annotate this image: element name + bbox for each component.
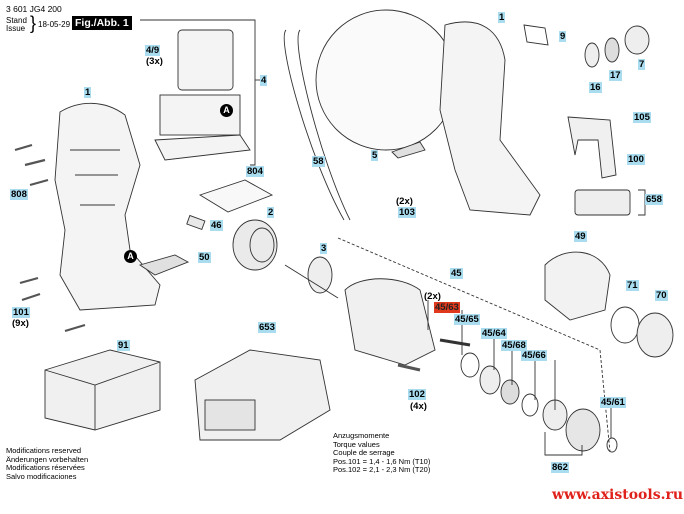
modifications-note: Modifications reserved Änderungen vorbeh… <box>6 446 89 481</box>
part-label-808[interactable]: 808 <box>10 189 28 200</box>
part-label-17[interactable]: 17 <box>609 70 622 81</box>
part-label-45-68[interactable]: 45/68 <box>501 340 527 351</box>
part-label-50[interactable]: 50 <box>198 252 211 263</box>
part-label-45-65[interactable]: 45/65 <box>454 314 480 325</box>
part-label-4-9[interactable]: 4/9 <box>145 45 161 56</box>
part-label-5[interactable]: 5 <box>371 150 379 161</box>
issue-label: Issue <box>6 24 26 33</box>
part-label-16[interactable]: 16 <box>589 82 602 93</box>
part-label-102[interactable]: 102 <box>408 389 426 400</box>
doc-number: 3 601 JG4 200 <box>6 4 62 14</box>
part-label-101[interactable]: 101 <box>12 307 30 318</box>
part-label-1[interactable]: 1 <box>84 87 92 98</box>
part-label-45-61[interactable]: 45/61 <box>600 397 626 408</box>
part-label-49[interactable]: 49 <box>574 231 587 242</box>
part-label-46[interactable]: 46 <box>210 220 223 231</box>
qty-103: (2x) <box>396 196 413 207</box>
qty-4-9: (3x) <box>146 56 163 67</box>
part-label-1[interactable]: 1 <box>498 12 506 23</box>
part-label-653[interactable]: 653 <box>258 322 276 333</box>
part-label-45[interactable]: 45 <box>450 268 463 279</box>
callout-a-marker: A <box>124 250 137 263</box>
part-label-103[interactable]: 103 <box>398 207 416 218</box>
part-label-100[interactable]: 100 <box>627 154 645 165</box>
issue-date: 18-05-29 <box>38 20 71 29</box>
qty-102: (4x) <box>410 401 427 412</box>
callout-a-marker: A <box>220 104 233 117</box>
watermark-link[interactable]: www.axistools.ru <box>552 487 684 503</box>
torque-line: Couple de serrage <box>333 448 395 457</box>
part-label-91[interactable]: 91 <box>117 340 130 351</box>
part-label-7[interactable]: 7 <box>638 59 646 70</box>
torque-line: Pos.101 = 1,4 - 1,6 Nm (T10) <box>333 456 431 466</box>
note-line: Salvo modificaciones <box>6 471 77 481</box>
torque-line: Pos.102 = 2,1 - 2,3 Nm (T20) <box>333 465 431 474</box>
part-label-58[interactable]: 58 <box>312 156 325 167</box>
part-label-71[interactable]: 71 <box>626 280 639 291</box>
torque-values-note: Anzugsmomente Torque values Couple de se… <box>333 431 431 475</box>
part-label-45-63[interactable]: 45/63 <box>434 302 460 313</box>
qty-45-63: (2x) <box>424 291 441 302</box>
part-label-105[interactable]: 105 <box>633 112 651 123</box>
part-label-3[interactable]: 3 <box>320 243 328 254</box>
part-label-70[interactable]: 70 <box>655 290 668 301</box>
qty-101: (9x) <box>12 318 29 329</box>
torque-line: Torque values <box>333 439 380 449</box>
note-line: Modifications réservées <box>6 463 85 472</box>
part-label-2[interactable]: 2 <box>267 207 275 218</box>
part-label-658[interactable]: 658 <box>645 194 663 205</box>
part-label-9[interactable]: 9 <box>559 31 567 42</box>
stand-label: Stand <box>6 16 27 25</box>
part-label-4[interactable]: 4 <box>260 75 268 86</box>
part-label-862[interactable]: 862 <box>551 462 569 473</box>
part-label-45-64[interactable]: 45/64 <box>481 328 507 339</box>
torque-line: Anzugsmomente <box>333 431 390 440</box>
brace: } <box>30 13 37 33</box>
note-line: Modifications reserved <box>6 446 82 455</box>
part-label-45-66[interactable]: 45/66 <box>521 350 547 361</box>
part-label-804[interactable]: 804 <box>246 166 264 177</box>
figure-label: Fig./Abb. 1 <box>72 16 132 30</box>
note-line: Änderungen vorbehalten <box>6 454 89 464</box>
